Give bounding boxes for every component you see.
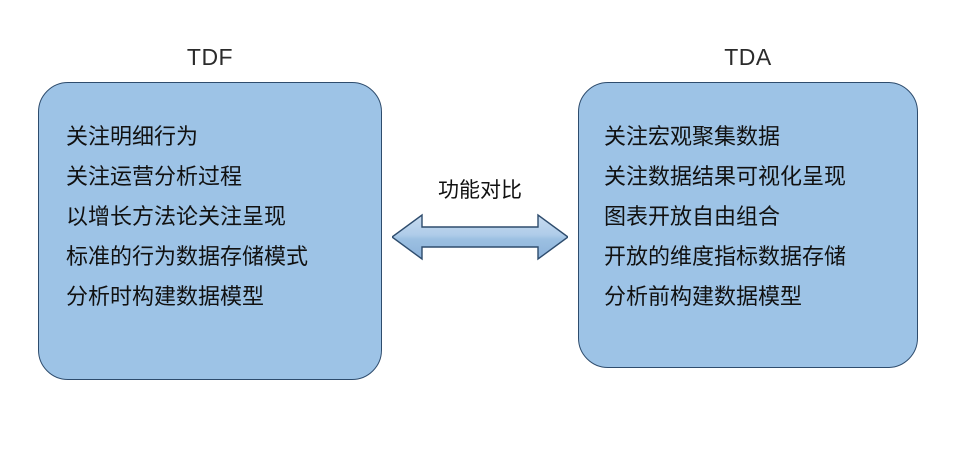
comparison-connector: 功能对比 xyxy=(390,176,570,268)
list-item: 关注明细行为 xyxy=(66,125,199,150)
panel-box-tda xyxy=(578,82,918,368)
list-item: 分析前构建数据模型 xyxy=(604,285,803,310)
panel-feature-list-tdf: 关注明细行为 关注运营分析过程 以增长方法论关注呈现 标准的行为数据存储模式 分… xyxy=(66,122,366,322)
list-item: 关注运营分析过程 xyxy=(66,165,243,190)
list-item: 分析时构建数据模型 xyxy=(66,285,265,310)
list-item: 开放的维度指标数据存储 xyxy=(604,245,847,270)
panel-title-tda: TDA xyxy=(724,44,772,70)
list-item: 标准的行为数据存储模式 xyxy=(66,245,309,270)
list-item: 以增长方法论关注呈现 xyxy=(66,205,287,230)
connector-label: 功能对比 xyxy=(438,178,522,202)
panel-box-tdf xyxy=(38,82,382,380)
list-item: 图表开放自由组合 xyxy=(604,205,781,230)
double-headed-arrow-icon xyxy=(392,213,568,261)
list-item: 关注数据结果可视化呈现 xyxy=(604,165,847,190)
panel-title-tdf: TDF xyxy=(186,44,234,70)
list-item: 关注宏观聚集数据 xyxy=(604,125,781,150)
panel-feature-list-tda: 关注宏观聚集数据 关注数据结果可视化呈现 图表开放自由组合 开放的维度指标数据存… xyxy=(604,122,904,322)
